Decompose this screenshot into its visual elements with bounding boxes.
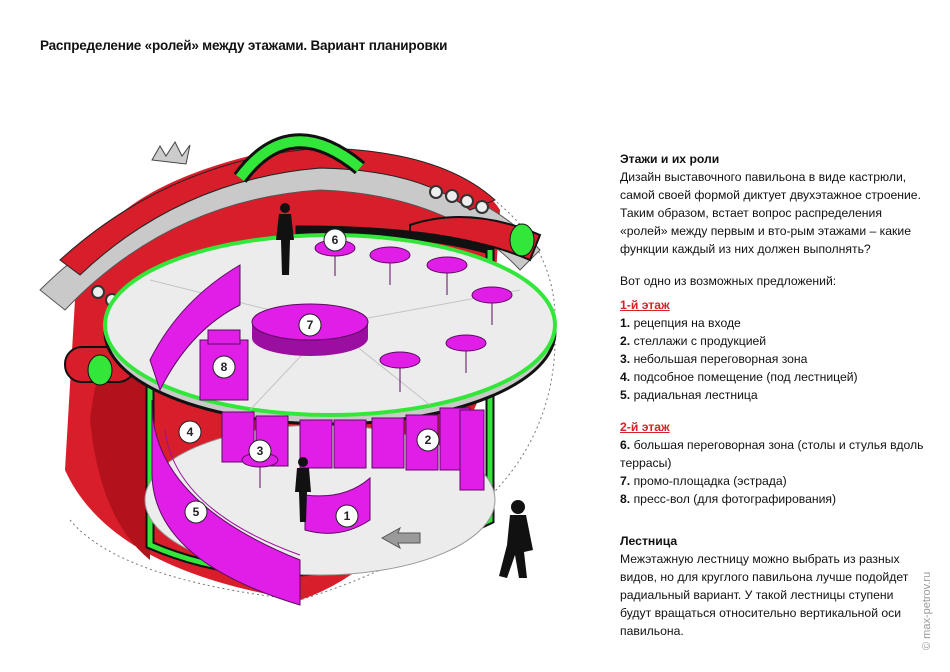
list-item: 6. большая переговорная зона (столы и ст… bbox=[620, 438, 924, 470]
marker-4-label: 4 bbox=[187, 425, 194, 439]
marker-3 bbox=[248, 439, 272, 463]
list-item: 8. пресс-вол (для фотографирования) bbox=[620, 492, 837, 506]
marker-1-label: 1 bbox=[344, 509, 351, 523]
marker-5-label: 5 bbox=[193, 505, 200, 519]
zone-markers: 1 2 3 4 5 6 7 8 bbox=[178, 228, 440, 528]
person-silhouettes bbox=[276, 203, 533, 578]
credit-text: © max-petrov.ru bbox=[921, 571, 933, 650]
heading-stairs: Лестница bbox=[620, 534, 678, 548]
marker-7-label: 7 bbox=[307, 318, 314, 332]
marker-4 bbox=[178, 420, 202, 444]
list-item: 4. подсобное помещение (под лестницей) bbox=[620, 370, 858, 384]
list-item: 7. промо-площадка (эстрада) bbox=[620, 474, 787, 488]
proposal-text: Вот одно из возможных предложений: bbox=[620, 274, 837, 288]
upper-magenta-wall bbox=[149, 264, 241, 392]
radial-stair bbox=[151, 399, 301, 606]
marker-7 bbox=[298, 313, 322, 337]
marker-2-label: 2 bbox=[425, 433, 432, 447]
marker-6-label: 6 bbox=[332, 233, 339, 247]
page-title: Распределение «ролей» между этажами. Вар… bbox=[40, 38, 448, 53]
floor2-heading: 2-й этаж bbox=[620, 420, 670, 434]
description-panel: Этажи и их роли Дизайн выставочного пави… bbox=[620, 150, 925, 640]
marker-8-label: 8 bbox=[221, 360, 228, 374]
pavilion-illustration: 1 2 3 4 5 6 7 8 bbox=[39, 133, 557, 606]
crown-icon bbox=[151, 140, 191, 165]
round-tables bbox=[241, 239, 513, 488]
marker-5 bbox=[184, 500, 208, 524]
marker-8 bbox=[212, 355, 236, 379]
marker-1 bbox=[335, 504, 359, 528]
lid-top bbox=[59, 147, 496, 276]
stairs-text: Межэтажную лестницу можно выбрать из раз… bbox=[620, 552, 909, 638]
entrance-arrow bbox=[380, 526, 421, 550]
intro-text: Дизайн выставочного павильона в виде кас… bbox=[620, 170, 921, 256]
list-item: 3. небольшая переговорная зона bbox=[620, 352, 808, 366]
marker-2 bbox=[416, 428, 440, 452]
marker-3-label: 3 bbox=[257, 444, 264, 458]
heading-floors-roles: Этажи и их роли bbox=[620, 152, 720, 166]
floor1-heading: 1-й этаж bbox=[620, 298, 670, 312]
list-item: 5. радиальная лестница bbox=[620, 388, 758, 402]
marker-6 bbox=[323, 228, 347, 252]
list-item: 1. рецепция на входе bbox=[620, 316, 741, 330]
list-item: 2. стеллажи с продукцией bbox=[620, 334, 767, 348]
